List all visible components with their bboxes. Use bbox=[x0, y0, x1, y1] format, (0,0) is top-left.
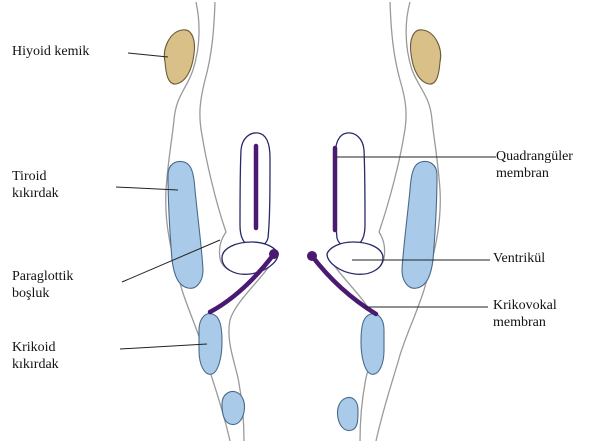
label-cricovocal-line2: membran bbox=[493, 314, 557, 331]
left-lower-ring bbox=[222, 392, 245, 425]
label-ventricle-text: Ventrikül bbox=[493, 251, 545, 266]
label-cricoid-cartilage: Krikoid kıkırdak bbox=[12, 339, 59, 373]
label-cricoid-line1: Krikoid bbox=[12, 339, 59, 356]
label-paraglottic-space: Paraglottik boşluk bbox=[12, 268, 73, 302]
right-vocal-process-dot bbox=[307, 251, 317, 261]
label-quadrangular-line1: Quadrangüler bbox=[496, 148, 573, 165]
label-cricovocal-membrane: Krikovokal membran bbox=[493, 297, 557, 331]
left-vocal-process-dot bbox=[269, 249, 279, 259]
label-hyoid-bone: Hiyoid kemik bbox=[12, 43, 89, 60]
right-thyroid-cartilage bbox=[402, 162, 437, 289]
label-paraglottic-line1: Paraglottik bbox=[12, 268, 73, 285]
right-ventricle-pocket bbox=[327, 242, 383, 274]
label-thyroid-line1: Tiroid bbox=[12, 168, 59, 185]
leader-hyoid bbox=[128, 53, 168, 57]
right-lower-ring bbox=[337, 398, 358, 431]
label-thyroid-line2: kıkırdak bbox=[12, 185, 59, 202]
label-ventricle: Ventrikül bbox=[493, 250, 545, 267]
label-thyroid-cartilage: Tiroid kıkırdak bbox=[12, 168, 59, 202]
leader-cricoid bbox=[120, 344, 207, 349]
label-cricovocal-line1: Krikovokal bbox=[493, 297, 557, 314]
right-vestibular-fold bbox=[335, 133, 365, 247]
label-quadrangular-membrane: Quadrangüler membran bbox=[496, 148, 573, 182]
label-quadrangular-line2: membran bbox=[496, 165, 573, 182]
label-hyoid-text: Hiyoid kemik bbox=[12, 44, 89, 59]
label-paraglottic-line2: boşluk bbox=[12, 285, 73, 302]
left-thyroid-cartilage bbox=[168, 162, 203, 289]
right-cricoid-cartilage bbox=[361, 314, 384, 375]
label-cricoid-line2: kıkırdak bbox=[12, 356, 59, 373]
